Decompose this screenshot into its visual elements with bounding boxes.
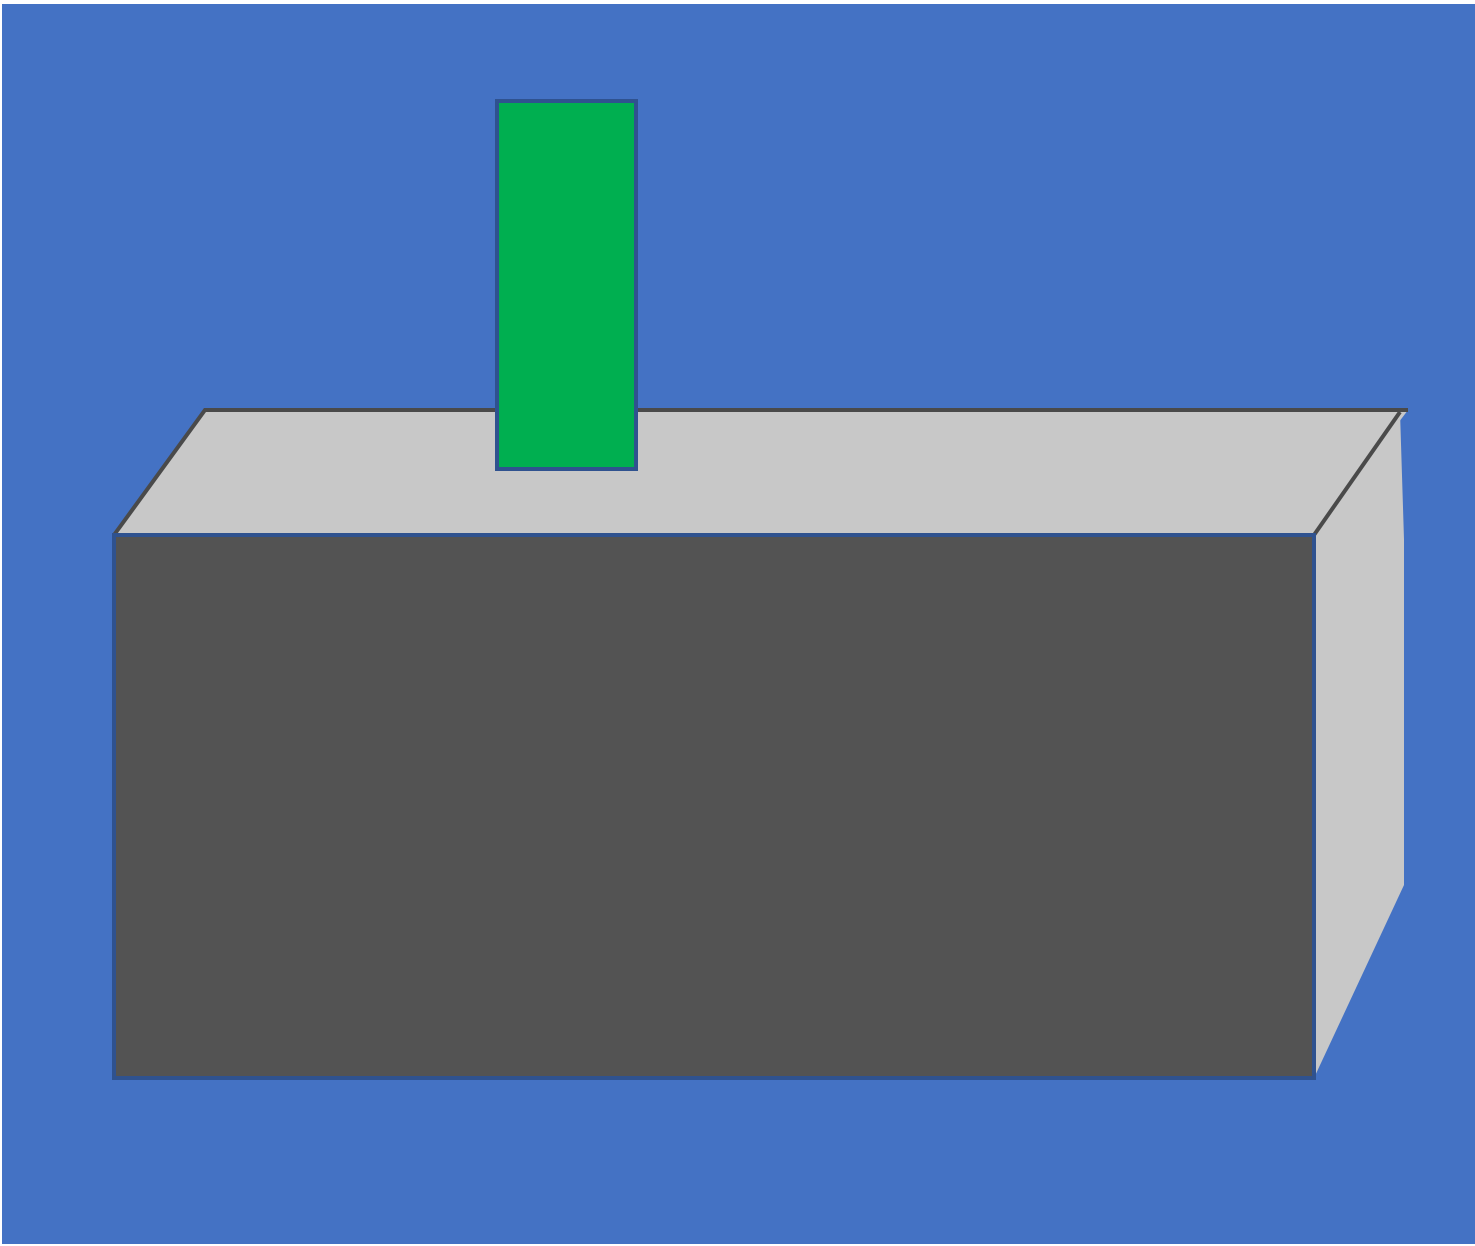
box-side-face xyxy=(1314,412,1404,1078)
green-block xyxy=(495,99,638,471)
box-front-face xyxy=(112,533,1316,1080)
box-right-edge xyxy=(1312,410,1402,537)
box-top-edge xyxy=(112,408,1408,537)
box-top-face xyxy=(114,410,1408,535)
